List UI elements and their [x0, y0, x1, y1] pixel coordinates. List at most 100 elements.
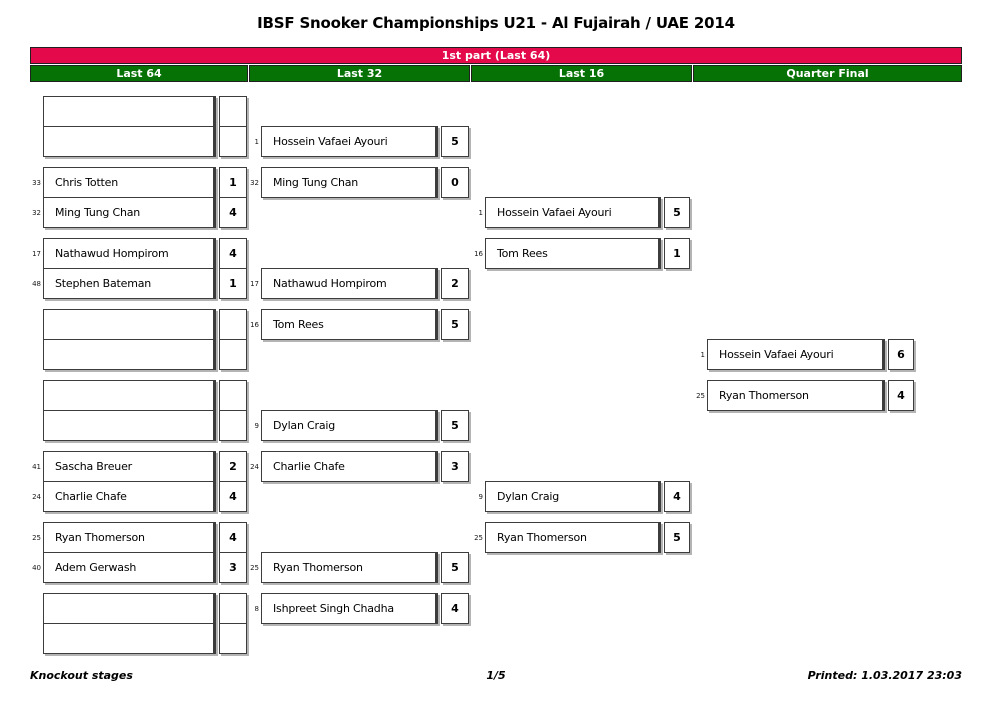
player-name — [43, 410, 216, 441]
match-score: 5 — [441, 410, 469, 441]
bracket-row-l64-empty — [30, 410, 247, 441]
page-title: IBSF Snooker Championships U21 - Al Fuja… — [257, 14, 735, 32]
seed-label: 25 — [696, 391, 705, 400]
player-name: Chris Totten — [43, 167, 216, 198]
seed-label: 1 — [478, 208, 483, 217]
match-score — [219, 96, 247, 127]
player-name: Tom Rees — [261, 309, 438, 340]
match-score: 4 — [219, 522, 247, 553]
player-name: Ryan Thomerson — [485, 522, 661, 553]
column-header-last32: Last 32 — [249, 65, 470, 82]
seed-label: 16 — [474, 249, 483, 258]
bracket-row-l64-empty — [30, 96, 247, 127]
footer-printed-timestamp: Printed: 1.03.2017 23:03 — [807, 669, 962, 682]
bracket-row-l32-ming-tung-chan: 32 Ming Tung Chan 0 — [248, 167, 469, 198]
match-score: 3 — [441, 451, 469, 482]
match-score: 4 — [219, 197, 247, 228]
bracket-row-l32-ishpreet-singh-chadha: 8 Ishpreet Singh Chadha 4 — [248, 593, 469, 624]
match-score: 4 — [219, 238, 247, 269]
player-name: Adem Gerwash — [43, 552, 216, 583]
seed-label: 41 — [32, 462, 41, 471]
match-score — [219, 126, 247, 157]
player-name — [43, 96, 216, 127]
player-name: Hossein Vafaei Ayouri — [707, 339, 885, 370]
match-score — [219, 309, 247, 340]
bracket-row-qf-hossein-vafaei-ayouri: 1 Hossein Vafaei Ayouri 6 — [692, 339, 914, 370]
player-name — [43, 309, 216, 340]
bracket-row-l16-hossein-vafaei-ayouri: 1 Hossein Vafaei Ayouri 5 — [470, 197, 690, 228]
bracket-row-l64-ryan-thomerson: 25 Ryan Thomerson 4 — [30, 522, 247, 553]
seed-label: 24 — [32, 492, 41, 501]
bracket-row-l64-ming-tung-chan: 32 Ming Tung Chan 4 — [30, 197, 247, 228]
seed-label: 32 — [32, 208, 41, 217]
bracket-row-l64-stephen-bateman: 48 Stephen Bateman 1 — [30, 268, 247, 299]
bracket-row-l16-dylan-craig: 9 Dylan Craig 4 — [470, 481, 690, 512]
seed-label: 17 — [250, 279, 259, 288]
match-score: 3 — [219, 552, 247, 583]
match-score: 1 — [219, 167, 247, 198]
seed-label: 9 — [478, 492, 483, 501]
column-header-last64: Last 64 — [30, 65, 248, 82]
player-name: Ryan Thomerson — [261, 552, 438, 583]
player-name: Ming Tung Chan — [261, 167, 438, 198]
column-header-last16: Last 16 — [471, 65, 692, 82]
footer-page-number: 1/5 — [486, 669, 506, 682]
bracket-row-l32-tom-rees: 16 Tom Rees 5 — [248, 309, 469, 340]
seed-label: 24 — [250, 462, 259, 471]
player-name: Ryan Thomerson — [43, 522, 216, 553]
match-score: 5 — [441, 552, 469, 583]
seed-label: 48 — [32, 279, 41, 288]
bracket-row-l32-ryan-thomerson: 25 Ryan Thomerson 5 — [248, 552, 469, 583]
bracket-row-l32-dylan-craig: 9 Dylan Craig 5 — [248, 410, 469, 441]
match-score — [219, 380, 247, 411]
seed-label: 25 — [474, 533, 483, 542]
player-name: Tom Rees — [485, 238, 661, 269]
seed-label: 25 — [32, 533, 41, 542]
player-name: Ishpreet Singh Chadha — [261, 593, 438, 624]
player-name: Ming Tung Chan — [43, 197, 216, 228]
match-score: 5 — [664, 197, 690, 228]
seed-label: 40 — [32, 563, 41, 572]
bracket-row-l64-adem-gerwash: 40 Adem Gerwash 3 — [30, 552, 247, 583]
bracket-row-l64-charlie-chafe: 24 Charlie Chafe 4 — [30, 481, 247, 512]
match-score: 5 — [441, 309, 469, 340]
match-score: 5 — [441, 126, 469, 157]
footer-report-name: Knockout stages — [30, 669, 133, 682]
bracket-row-l64-empty — [30, 309, 247, 340]
seed-label: 9 — [254, 421, 259, 430]
bracket-row-l64-empty — [30, 339, 247, 370]
bracket-row-l64-empty — [30, 380, 247, 411]
player-name: Nathawud Hompirom — [43, 238, 216, 269]
player-name: Sascha Breuer — [43, 451, 216, 482]
bracket-row-l64-empty — [30, 593, 247, 624]
column-header-quarterfinal: Quarter Final — [693, 65, 962, 82]
match-score: 2 — [219, 451, 247, 482]
match-score: 1 — [219, 268, 247, 299]
seed-label: 17 — [32, 249, 41, 258]
match-score: 4 — [664, 481, 690, 512]
player-name — [43, 593, 216, 624]
player-name: Hossein Vafaei Ayouri — [261, 126, 438, 157]
seed-label: 8 — [254, 604, 259, 613]
bracket-row-l64-nathawud-hompirom: 17 Nathawud Hompirom 4 — [30, 238, 247, 269]
bracket-row-l64-empty — [30, 126, 247, 157]
seed-label: 32 — [250, 178, 259, 187]
bracket-row-l64-sascha-breuer: 41 Sascha Breuer 2 — [30, 451, 247, 482]
seed-label: 33 — [32, 178, 41, 187]
player-name: Charlie Chafe — [261, 451, 438, 482]
match-score: 0 — [441, 167, 469, 198]
seed-label: 1 — [254, 137, 259, 146]
player-name: Stephen Bateman — [43, 268, 216, 299]
match-score — [219, 410, 247, 441]
match-score: 4 — [888, 380, 914, 411]
player-name — [43, 380, 216, 411]
match-score — [219, 339, 247, 370]
player-name: Dylan Craig — [485, 481, 661, 512]
player-name — [43, 623, 216, 654]
player-name: Hossein Vafaei Ayouri — [485, 197, 661, 228]
seed-label: 1 — [700, 350, 705, 359]
player-name: Ryan Thomerson — [707, 380, 885, 411]
bracket-row-l32-charlie-chafe: 24 Charlie Chafe 3 — [248, 451, 469, 482]
match-score: 6 — [888, 339, 914, 370]
